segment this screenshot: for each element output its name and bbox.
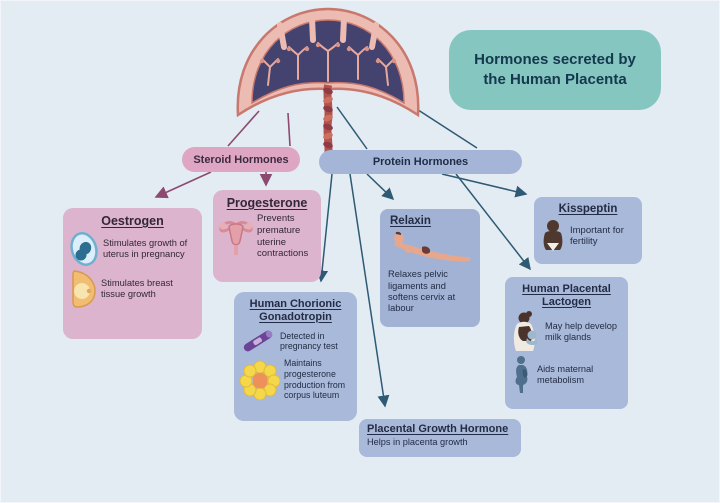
placenta-villi-dots [259,42,397,64]
fact-text: Relaxes pelvic ligaments and softens cer… [388,269,456,314]
fact-row: May help develop milk glands [511,311,622,353]
corpus-luteum-icon [240,360,280,400]
hormone-name: Progesterone [226,196,308,210]
fact-row: Aids maternal metabolism [511,355,622,395]
fact-row: Detected in pregnancy test [240,326,351,356]
fact-row: Prevents premature uterine contractions [219,213,315,259]
hormone-card-pgh: Placental Growth Hormone Helps in placen… [359,419,521,457]
hormone-card-hpl: Human Placental Lactogen May help develo… [505,277,628,409]
fact-row: Important for fertility [540,219,636,253]
hormone-card-progesterone: Progesterone Prevents premature uterine … [213,190,321,282]
hormone-name: Oestrogen [101,214,164,228]
breast-icon [72,270,96,309]
hormone-name: Kisspeptin [558,203,618,215]
fact-row: Maintains progesterone production from c… [240,358,351,401]
hormone-name: Relaxin [390,215,431,227]
fact-text: May help develop milk glands [545,321,618,343]
placenta-villous-trees [261,42,395,86]
fact-row: Stimulates growth of uterus in pregnancy [69,231,196,267]
fact-text: Aids maternal metabolism [537,364,594,386]
fact-text: Helps in placenta growth [367,436,468,447]
steroid-hormones-label: Steroid Hormones [182,147,300,172]
protein-hormones-label: Protein Hormones [319,150,522,174]
fact-text: Stimulates growth of uterus in pregnancy [103,238,188,260]
fact-text: Detected in pregnancy test [280,330,338,352]
pregnancy-test-icon [243,330,273,352]
hormone-name: Human Chorionic Gonadotropin [249,298,342,323]
hormone-name: Human Placental Lactogen [522,283,611,308]
pregnant-woman-icon [515,356,528,394]
placenta-lobe-septa [277,15,379,50]
hormone-card-oestrogen: Oestrogen Stimulates growth of uterus in… [63,208,202,339]
fact-text: Important for fertility [570,224,624,248]
fact-text: Stimulates breast tissue growth [101,278,173,300]
placenta-illustration [236,7,420,163]
placenta-inner-villi-bed [251,19,405,105]
baby-icon [543,220,563,252]
fact-text: Prevents premature uterine contractions [257,213,309,260]
fetus-icon [70,232,98,267]
fact-text: Maintains progesterone production from c… [284,358,346,401]
hormone-card-relaxin: Relaxin Relaxes pelvic ligaments and sof… [380,209,480,327]
diagram-title: Hormones secreted by the Human Placenta [449,30,661,110]
placenta-outer-dome [236,7,420,118]
nursing-mother-icon [513,311,537,352]
uterus-icon [219,220,253,255]
hormone-name: Placental Growth Hormone [367,423,509,435]
reclining-woman-icon [394,232,470,262]
hormone-card-kisspeptin: Kisspeptin Important for fertility [534,197,642,264]
fact-row: Stimulates breast tissue growth [69,269,196,309]
hormone-card-hcg: Human Chorionic Gonadotropin Detected in… [234,292,357,421]
